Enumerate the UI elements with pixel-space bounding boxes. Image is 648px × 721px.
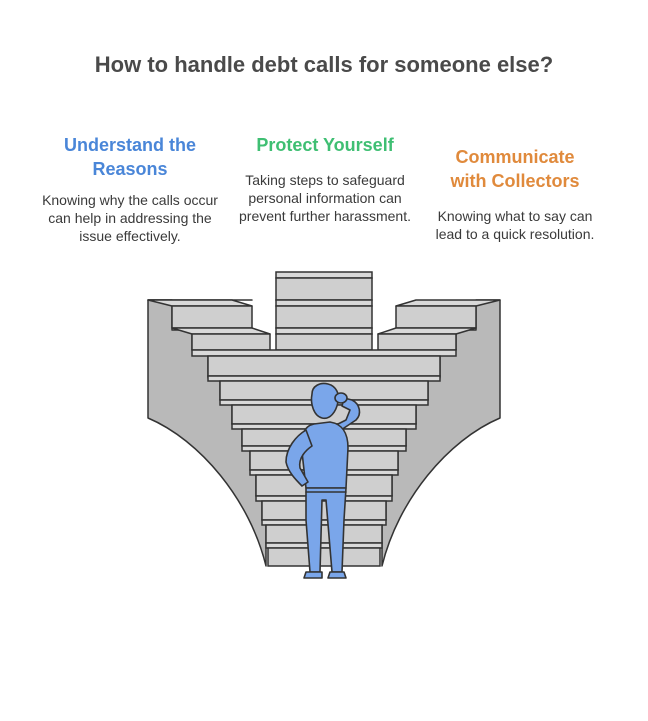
person-arm-down <box>285 429 313 487</box>
option-communicate-collectors: Communicate with Collectors Knowing what… <box>430 145 600 243</box>
person-torso <box>300 421 349 489</box>
option-heading-line1: Protect Yourself <box>256 135 394 155</box>
option-description: Taking steps to safeguard personal infor… <box>239 172 411 224</box>
option-description: Knowing what to say can lead to a quick … <box>435 208 595 242</box>
option-heading: Communicate with Collectors <box>430 145 600 193</box>
option-heading-line2: with Collectors <box>450 171 580 191</box>
option-heading: Understand the Reasons <box>40 133 220 181</box>
person-shoe-right <box>327 571 347 579</box>
person-shoe-left <box>303 571 323 579</box>
option-understand-reasons: Understand the Reasons Knowing why the c… <box>40 133 220 245</box>
option-heading-line1: Understand the <box>63 135 196 155</box>
person-arm-raised <box>329 397 361 433</box>
center-tower <box>275 271 373 351</box>
left-top-steps <box>147 299 271 351</box>
person-hand <box>334 392 348 404</box>
thinking-person <box>285 382 361 579</box>
person-legs <box>305 487 347 573</box>
right-top-steps <box>377 299 501 351</box>
option-heading: Protect Yourself <box>230 133 420 157</box>
option-description: Knowing why the calls occur can help in … <box>42 192 218 244</box>
option-protect-yourself: Protect Yourself Taking steps to safegua… <box>230 133 420 225</box>
page-title: How to handle debt calls for someone els… <box>94 52 554 77</box>
option-heading-line1: Communicate <box>455 147 575 167</box>
option-heading-line2: Reasons <box>92 159 168 179</box>
